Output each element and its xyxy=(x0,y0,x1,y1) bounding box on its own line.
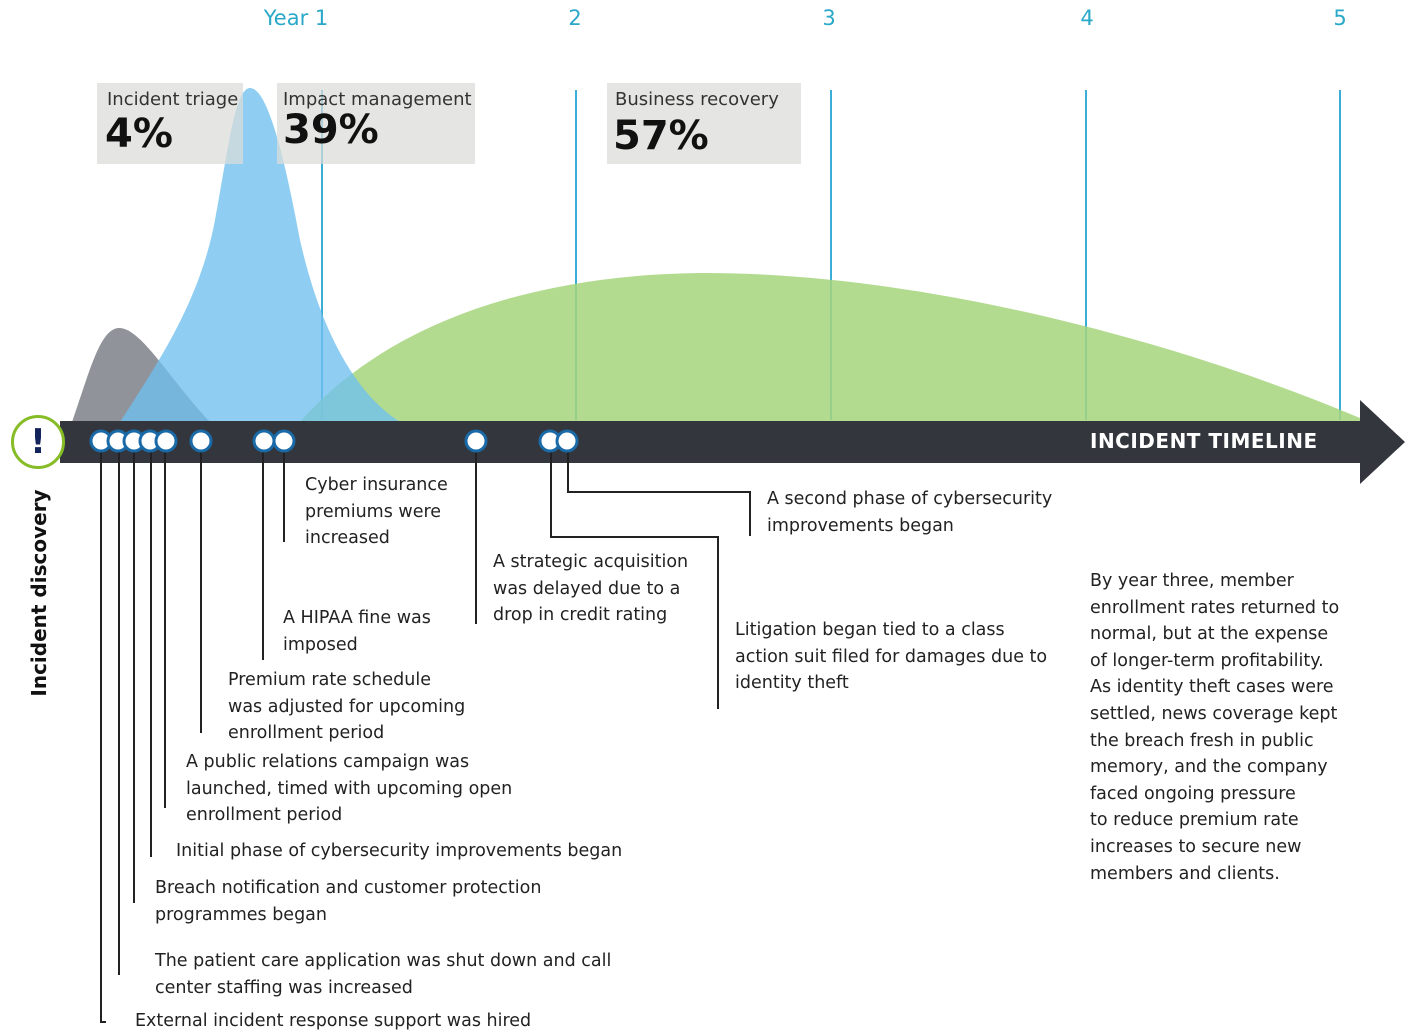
event-node-e7 xyxy=(252,429,276,453)
phase-title: Business recovery xyxy=(615,89,779,110)
event-label-e6: Premium rate schedule was adjusted for u… xyxy=(228,670,466,743)
phase-title: Impact management xyxy=(283,89,472,110)
incident-discovery-badge: ! xyxy=(11,415,65,469)
impact-management-curve xyxy=(120,88,400,422)
leader-line-e11 xyxy=(567,452,751,536)
year-label-4: 4 xyxy=(1080,6,1094,30)
phase-box-business-recovery: Business recovery 57% xyxy=(607,83,801,164)
business-recovery-curve xyxy=(300,272,1360,422)
event-node-e8 xyxy=(272,429,296,453)
incident-timeline-label: INCIDENT TIMELINE xyxy=(1090,429,1318,453)
phase-box-incident-triage: Incident triage 4% xyxy=(97,83,243,164)
event-node-e11 xyxy=(555,429,579,453)
event-label-e4: Initial phase of cybersecurity improveme… xyxy=(176,841,623,861)
event-label-e3: Breach notification and customer protect… xyxy=(155,878,542,925)
event-label-e8: Cyber insurance premiums were increased xyxy=(305,475,448,548)
event-node-e5 xyxy=(154,429,178,453)
event-label-e11: A second phase of cybersecurity improvem… xyxy=(767,489,1053,536)
phase-box-impact-management: Impact management 39% xyxy=(277,83,475,164)
event-nodes xyxy=(89,429,579,453)
event-leader-lines xyxy=(100,452,751,1023)
phase-percent: 4% xyxy=(105,111,173,157)
event-node-e6 xyxy=(189,429,213,453)
event-node-e9 xyxy=(464,429,488,453)
phase-title: Incident triage xyxy=(107,89,239,110)
event-label-e1: External incident response support was h… xyxy=(135,1011,532,1031)
phase-percent: 39% xyxy=(283,107,379,153)
phase-percent: 57% xyxy=(613,113,709,159)
event-label-e10: Litigation began tied to a class action … xyxy=(735,620,1048,693)
exclamation-icon: ! xyxy=(30,422,46,462)
event-label-e2: The patient care application was shut do… xyxy=(155,951,612,998)
event-label-e9: A strategic acquisition was delayed due … xyxy=(493,552,689,625)
leader-line-e1 xyxy=(100,452,106,1023)
event-label-e5: A public relations campaign was launched… xyxy=(186,752,513,825)
summary-paragraph: By year three, member enrollment rates r… xyxy=(1090,571,1340,884)
year-label-1: Year 1 xyxy=(263,6,329,30)
event-label-e7: A HIPAA fine was imposed xyxy=(283,608,431,655)
year-label-5: 5 xyxy=(1333,6,1347,30)
incident-discovery-label: Incident discovery xyxy=(27,489,51,697)
timeline-arrow-bar xyxy=(60,400,1405,484)
year-label-2: 2 xyxy=(568,6,582,30)
year-label-3: 3 xyxy=(822,6,836,30)
leader-line-e10 xyxy=(550,452,719,709)
